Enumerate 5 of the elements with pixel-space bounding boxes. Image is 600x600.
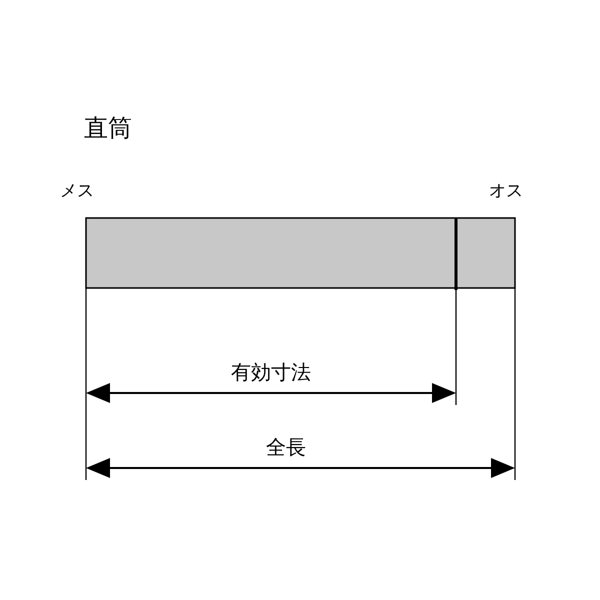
end-label: オス <box>489 183 523 200</box>
dimension-label: 全長 <box>266 437 306 457</box>
end-label: メス <box>60 183 94 200</box>
title: 直筒 <box>84 116 132 140</box>
dimension-label: 有効寸法 <box>231 362 311 382</box>
